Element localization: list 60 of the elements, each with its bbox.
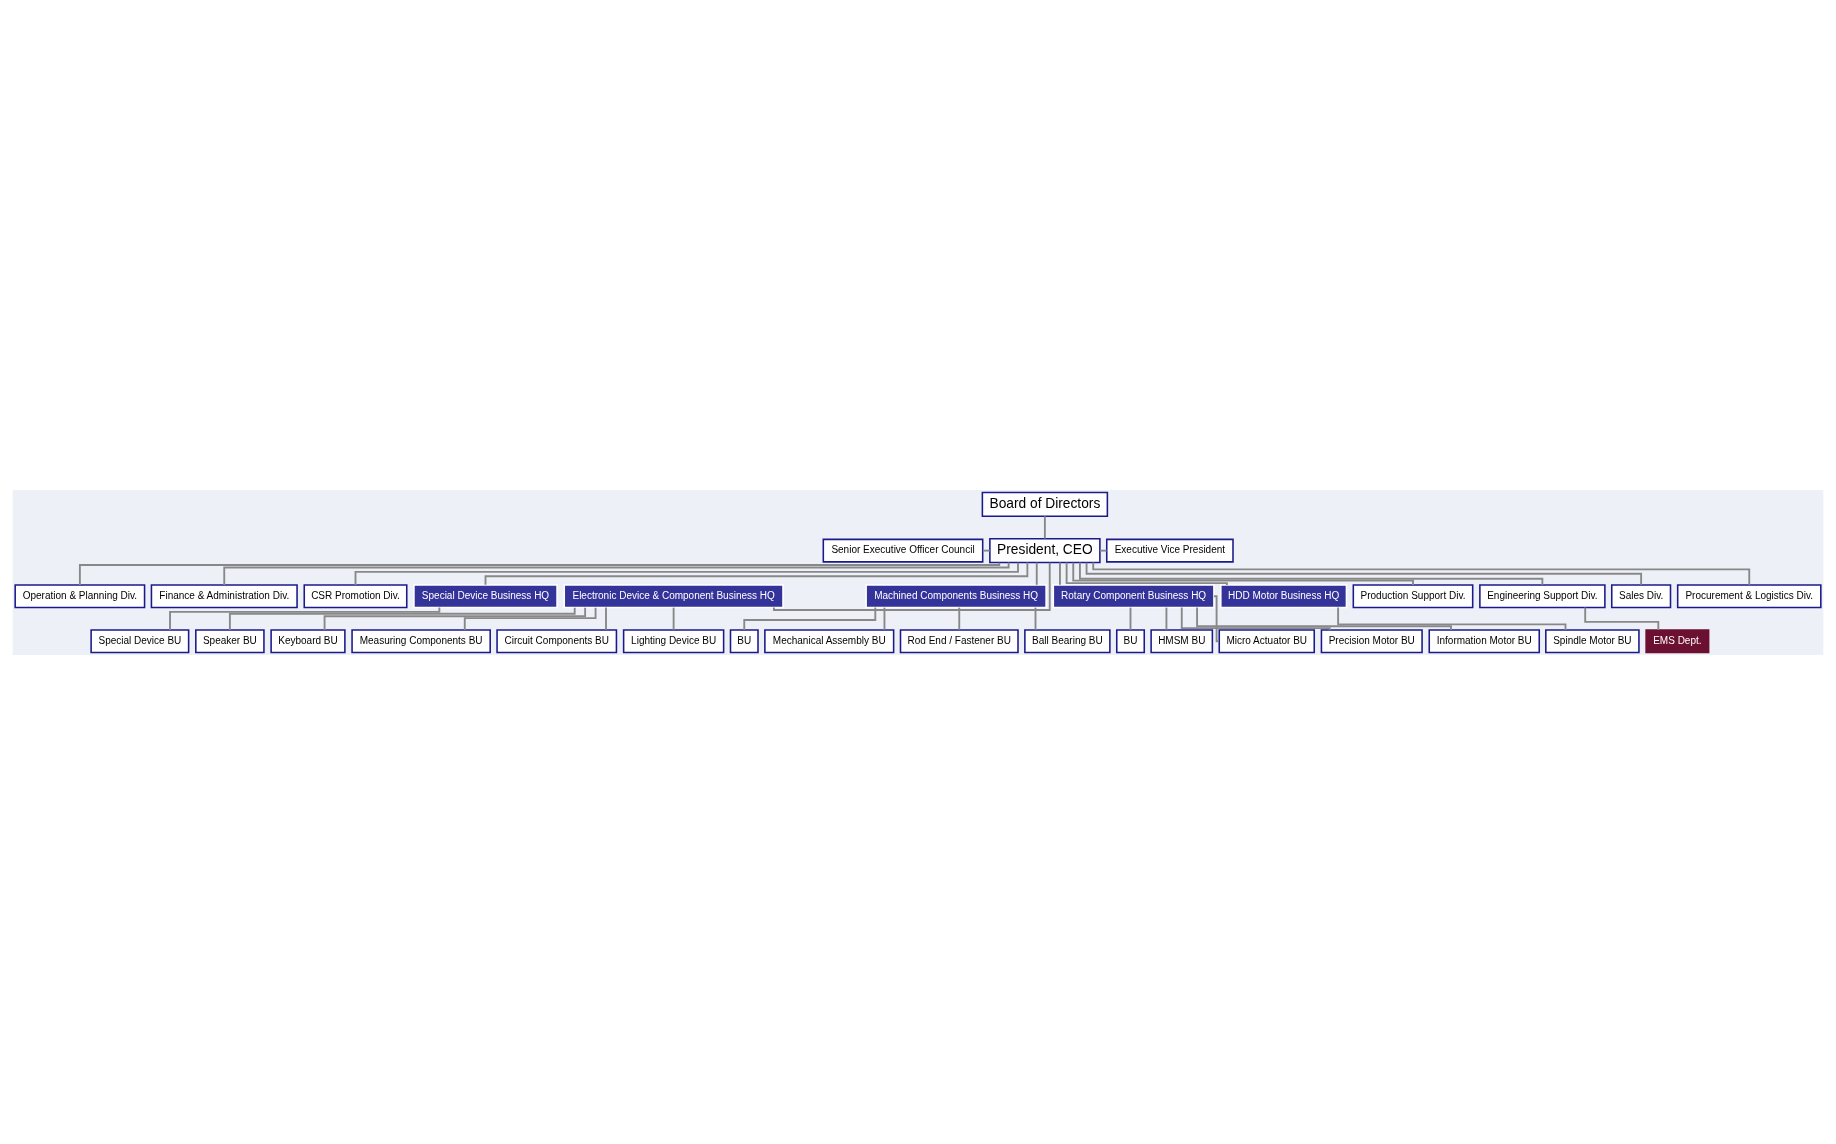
node-box: Operation & Planning Div.	[14, 583, 146, 608]
node-box: Mechanical Assembly BU	[764, 628, 895, 653]
connector	[1085, 561, 1643, 586]
node-box: Keyboard BU	[270, 628, 346, 653]
node-box: Circuit Components BU	[496, 628, 618, 653]
node-box: Special Device BU	[90, 628, 190, 653]
node-box: Information Motor BU	[1428, 628, 1541, 653]
node-box: Production Support Div.	[1352, 583, 1474, 608]
node-box: Machined Components Business HQ	[865, 583, 1047, 608]
connector	[1035, 561, 1038, 586]
node-box: President, CEO	[989, 537, 1101, 563]
node-box: Sales Div.	[1610, 583, 1672, 608]
node-box: HDD Motor Business HQ	[1220, 583, 1348, 608]
node-box: Procurement & Logistics Div.	[1676, 583, 1822, 608]
connector	[1180, 606, 1331, 631]
connector	[484, 561, 1029, 586]
node-box: Ball Bearing BU	[1024, 628, 1111, 653]
connector	[1059, 561, 1061, 586]
connector	[1043, 514, 1046, 540]
node-box: Micro Actuator BU	[1218, 628, 1316, 653]
node-box: Measuring Components BU	[351, 628, 491, 653]
connector	[1065, 561, 1228, 586]
connector	[223, 561, 1010, 586]
node-box: Board of Directors	[981, 491, 1109, 517]
connector	[743, 606, 877, 631]
connector	[228, 606, 576, 631]
connector	[1165, 606, 1168, 631]
node-box: CSR Promotion Div.	[303, 583, 408, 608]
connector	[958, 606, 961, 631]
node-box: Executive Vice President	[1105, 538, 1234, 563]
connector	[1129, 606, 1132, 631]
node-box: Spindle Motor BU	[1545, 628, 1640, 653]
connector	[1196, 606, 1452, 631]
connector	[1098, 549, 1108, 552]
node-box: Electronic Device & Component Business HQ	[563, 583, 784, 608]
connector	[883, 606, 886, 631]
node-box: BU	[1115, 628, 1146, 653]
node-box: Engineering Support Div.	[1479, 583, 1606, 608]
node-box: Precision Motor BU	[1320, 628, 1423, 653]
connector	[323, 606, 587, 631]
node-box: Senior Executive Officer Council	[822, 538, 984, 563]
connector	[1079, 561, 1544, 586]
connector	[605, 606, 607, 631]
connector	[1213, 594, 1220, 642]
connector	[1034, 606, 1037, 631]
connector	[354, 561, 1019, 586]
node-box: Rod End / Fastener BU	[899, 628, 1019, 653]
node-box: Lighting Device BU	[622, 628, 725, 653]
connector	[1337, 606, 1567, 631]
connector	[463, 606, 597, 631]
node-box: Speaker BU	[195, 628, 265, 653]
connector	[672, 606, 675, 631]
node-box: Finance & Administration Div.	[150, 583, 298, 608]
connector	[981, 549, 991, 552]
node-box: EMS Dept.	[1645, 628, 1710, 653]
node-box: Special Device Business HQ	[413, 583, 558, 608]
node-box: Rotary Component Business HQ	[1052, 583, 1215, 608]
node-box: HMSM BU	[1150, 628, 1214, 653]
node-box: BU	[729, 628, 759, 653]
connector	[1072, 561, 1414, 586]
